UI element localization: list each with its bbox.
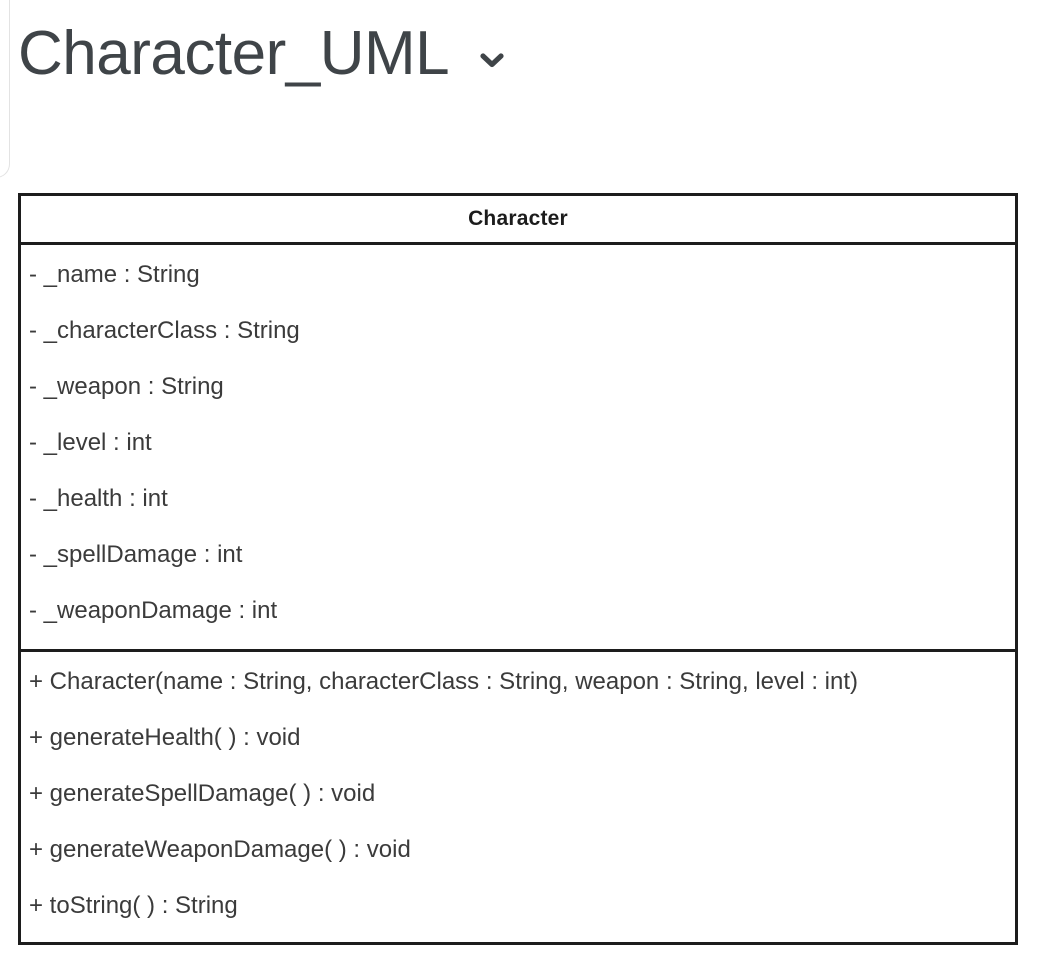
uml-method-row: + generateWeaponDamage( ) : void [29, 836, 411, 863]
uml-attributes-section: - _name : String - _characterClass : Str… [21, 245, 1015, 649]
uml-methods-section: + Character(name : String, characterClas… [21, 649, 1015, 934]
uml-attribute-row: - _weaponDamage : int [29, 597, 278, 624]
document-title-row: Character_UML [18, 2, 509, 106]
uml-class-header: Character [21, 196, 1015, 245]
uml-method-row: + generateSpellDamage( ) : void [29, 780, 376, 807]
uml-method-row: + toString( ) : String [29, 892, 238, 919]
uml-method-row: + Character(name : String, characterClas… [29, 668, 859, 695]
page-title: Character_UML [18, 19, 450, 88]
uml-attribute-row: - _health : int [29, 485, 168, 512]
chevron-down-icon[interactable] [475, 43, 509, 77]
uml-method-row: + generateHealth( ) : void [29, 724, 301, 751]
uml-attribute-row: - _spellDamage : int [29, 541, 243, 568]
uml-class-box-character: Character - _name : String - _characterC… [18, 193, 1018, 945]
uml-attribute-row: - _level : int [29, 429, 152, 456]
uml-attribute-row: - _weapon : String [29, 373, 224, 400]
uml-attribute-row: - _name : String [29, 261, 200, 288]
document-panel-edge [0, 0, 10, 178]
uml-attribute-row: - _characterClass : String [29, 317, 300, 344]
uml-class-name: Character [468, 207, 568, 230]
